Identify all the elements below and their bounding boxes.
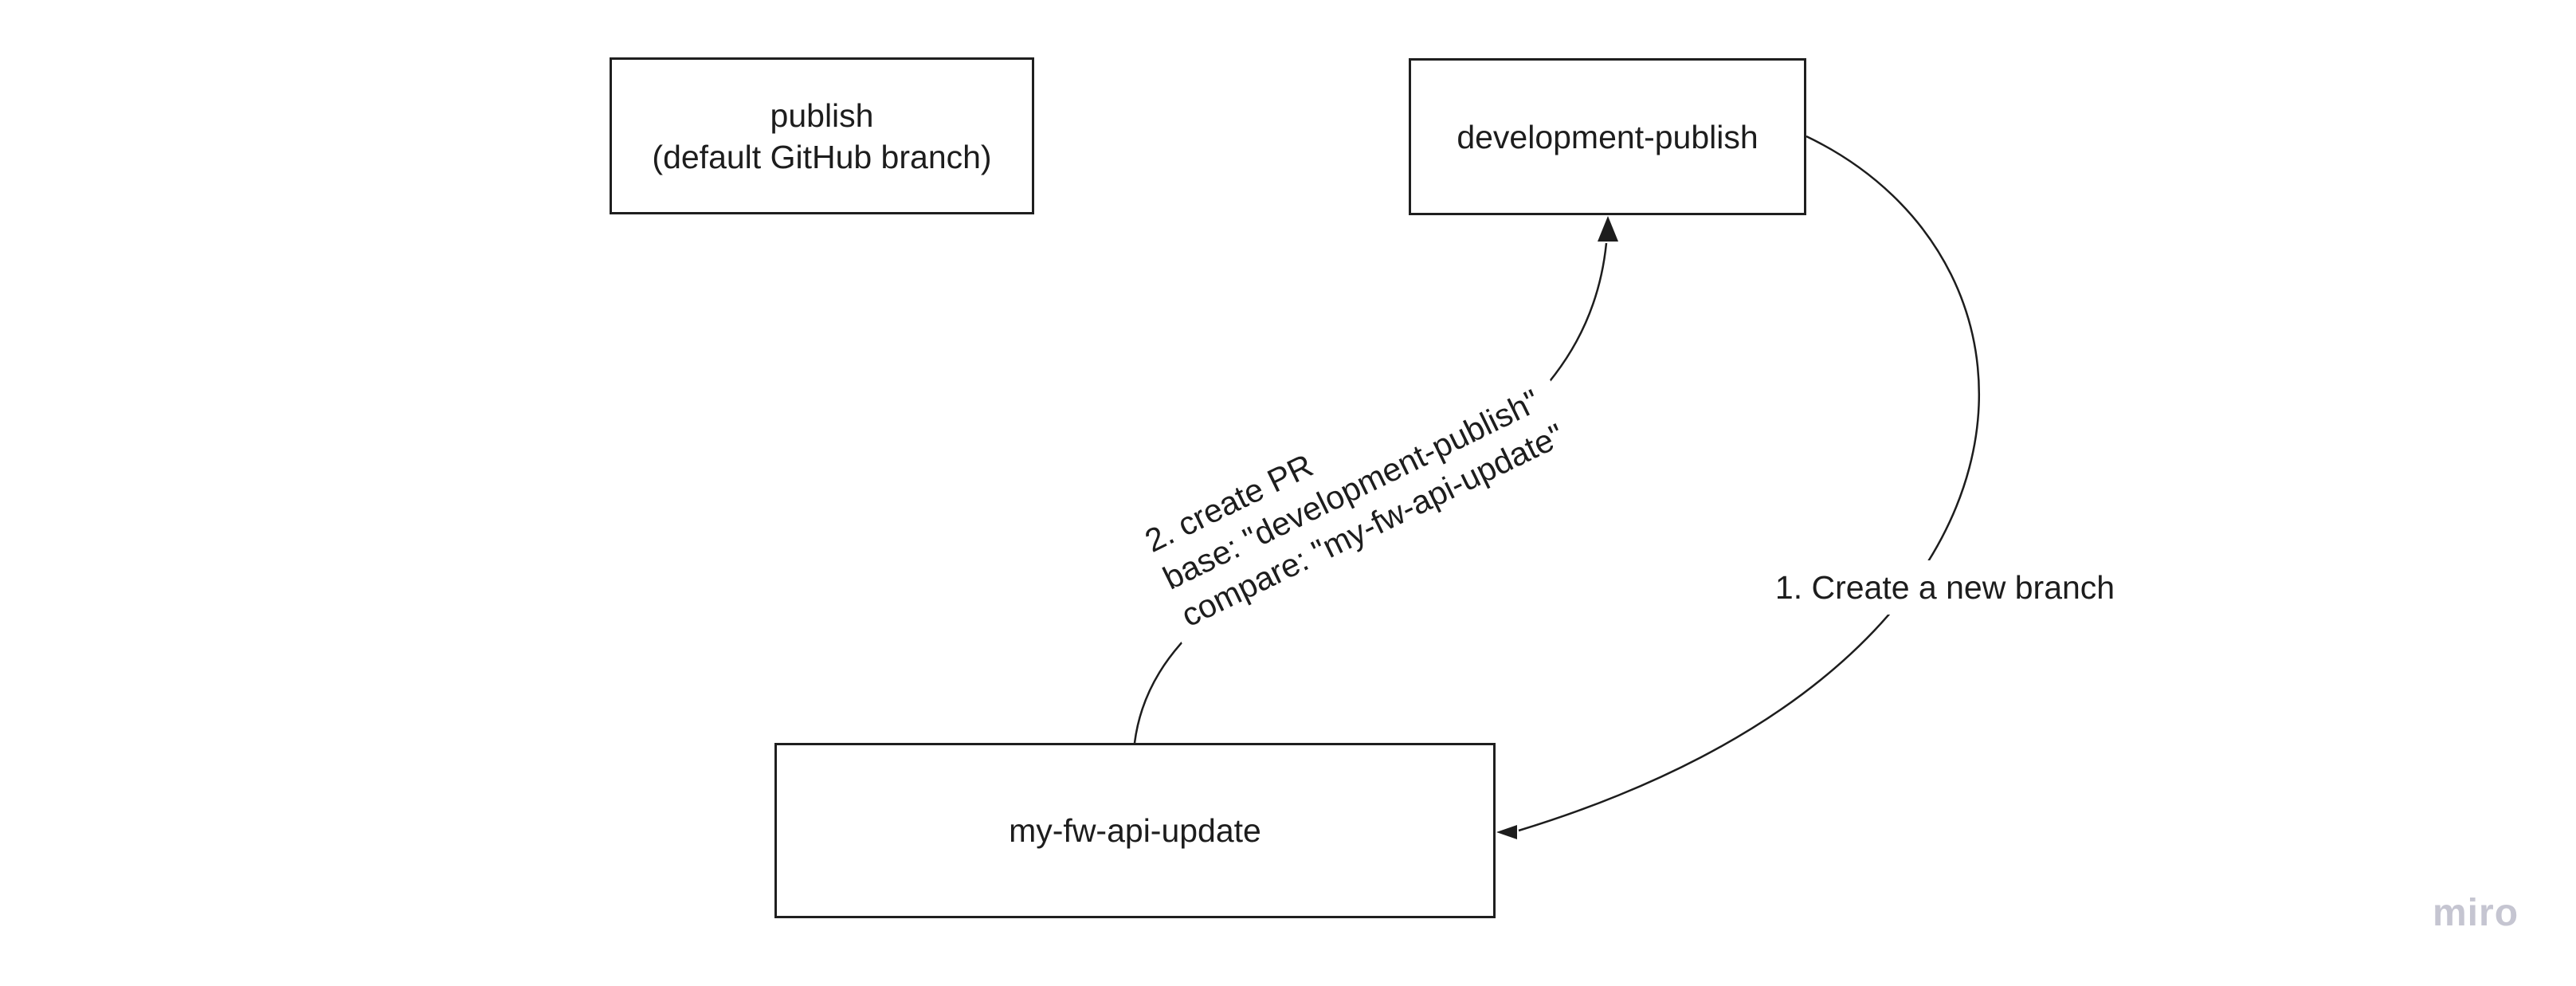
connector-create-branch[interactable] [1496,135,1980,839]
miro-logo-watermark: miro [2433,892,2519,934]
shape-my-fw-api-update-label: my-fw-api-update [1009,812,1261,849]
shape-publish-label-line1: publish [770,96,874,134]
connector-label-create-branch[interactable]: 1. Create a new branch [1765,560,2125,615]
shape-my-fw-api-update-branch[interactable]: my-fw-api-update [774,743,1496,918]
shape-publish-branch[interactable]: publish (default GitHub branch) [610,57,1034,214]
shape-publish-label-line2: (default GitHub branch) [652,138,992,175]
connector-create-branch-line[interactable] [1518,135,1980,832]
shape-development-publish-label: development-publish [1457,118,1759,155]
shape-development-publish-branch[interactable]: development-publish [1409,58,1806,215]
arrowhead-up-icon [1598,216,1618,242]
arrowhead-left-icon [1496,825,1517,839]
